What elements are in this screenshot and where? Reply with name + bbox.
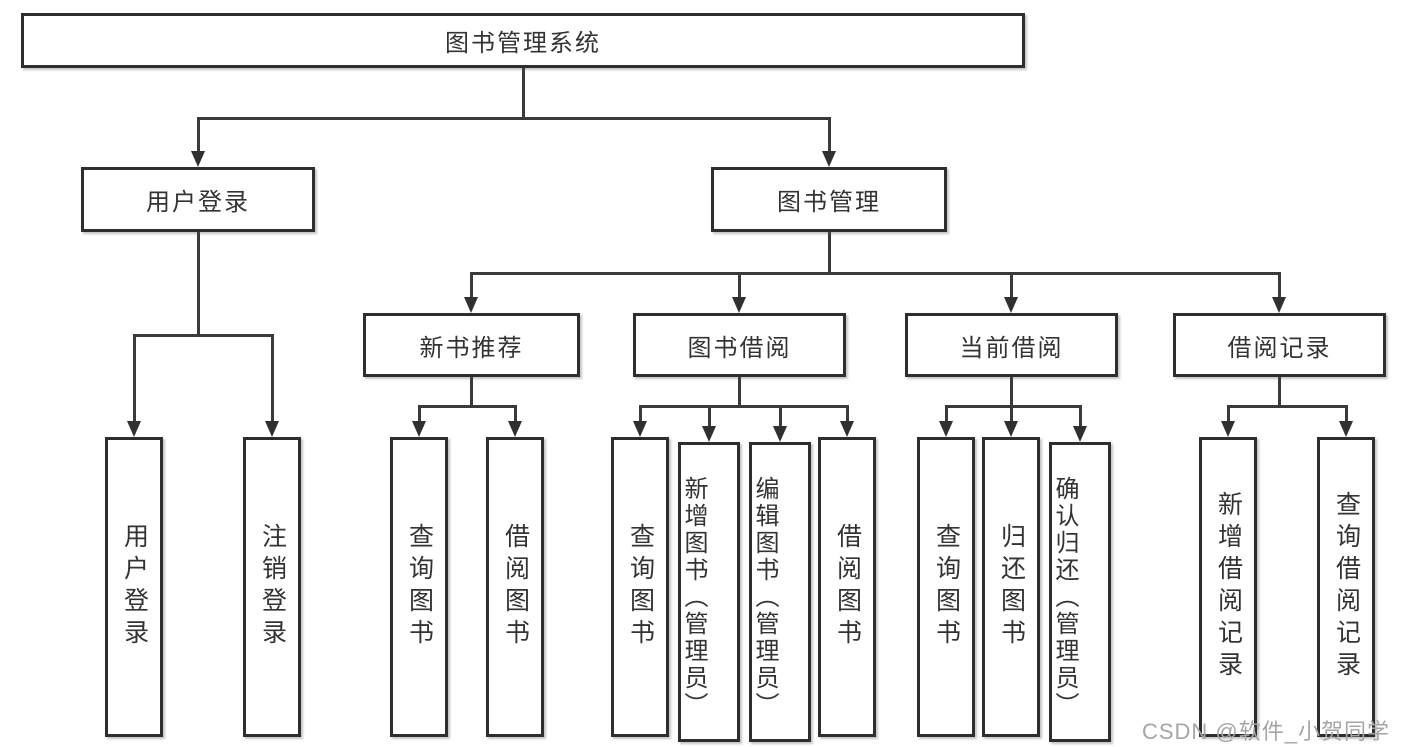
connector: [1010, 377, 1013, 407]
leaf-add-book-admin: 新增图书（管理员）: [678, 442, 740, 742]
node-user-login: 用户登录: [81, 167, 315, 232]
arrow-down: [191, 151, 205, 167]
connector: [198, 117, 830, 120]
node-root: 图书管理系统: [21, 13, 1025, 68]
connector: [1227, 405, 1230, 423]
leaf-borrow-book-borrow-label: 借阅图书: [833, 523, 862, 651]
connector: [828, 232, 831, 273]
leaf-add-borrow-record: 新增借阅记录: [1199, 437, 1257, 737]
arrow-down: [1272, 297, 1286, 313]
arrow-down: [127, 421, 141, 437]
leaf-return-book-label: 归还图书: [997, 523, 1026, 651]
leaf-query-borrow-record-label: 查询借阅记录: [1332, 491, 1361, 683]
leaf-return-book: 归还图书: [982, 437, 1040, 737]
arrow-down: [265, 421, 279, 437]
arrow-down: [939, 421, 953, 437]
leaf-borrow-book-recommend-label: 借阅图书: [501, 523, 530, 651]
leaf-query-book-recommend: 查询图书: [390, 437, 448, 737]
node-book-management-label: 图书管理: [777, 189, 881, 216]
connector: [470, 272, 473, 299]
connector: [1010, 405, 1013, 423]
leaf-query-book-recommend-label: 查询图书: [405, 523, 434, 651]
connector: [846, 405, 849, 423]
arrow-down: [1073, 426, 1087, 442]
csdn-watermark: CSDN @软件_小贺同学: [1141, 719, 1390, 744]
connector: [514, 405, 517, 423]
arrow-down: [412, 421, 426, 437]
arrow-down: [1339, 421, 1353, 437]
connector: [1345, 405, 1348, 423]
leaf-query-book-current-label: 查询图书: [932, 523, 961, 651]
connector: [470, 377, 473, 407]
leaf-confirm-return-admin: 确认归还（管理员）: [1049, 442, 1111, 742]
connector: [522, 68, 525, 118]
connector: [418, 405, 516, 408]
leaf-user-login-label: 用户登录: [120, 523, 149, 651]
node-book-management: 图书管理: [711, 167, 947, 232]
connector: [470, 272, 1280, 275]
connector: [639, 405, 642, 423]
node-new-book-recommend: 新书推荐: [363, 313, 580, 377]
connector: [197, 232, 200, 335]
leaf-query-borrow-record: 查询借阅记录: [1317, 437, 1375, 737]
connector: [639, 405, 847, 408]
leaf-confirm-return-admin-label: 确认归还（管理员）: [1051, 475, 1078, 719]
connector: [945, 405, 1081, 408]
leaf-logout-login-label: 注销登录: [258, 523, 287, 651]
arrow-down: [1221, 421, 1235, 437]
leaf-query-book-borrow: 查询图书: [611, 437, 669, 737]
leaf-query-book-current: 查询图书: [917, 437, 975, 737]
arrow-down: [773, 426, 787, 442]
node-current-borrow: 当前借阅: [905, 313, 1118, 377]
node-book-borrow: 图书借阅: [633, 313, 846, 377]
leaf-user-login: 用户登录: [105, 437, 163, 737]
connector: [779, 405, 782, 428]
leaf-query-book-borrow-label: 查询图书: [626, 523, 655, 651]
node-user-login-label: 用户登录: [146, 189, 250, 216]
connector: [828, 117, 831, 153]
node-new-book-recommend-label: 新书推荐: [419, 334, 524, 362]
node-borrow-records: 借阅记录: [1173, 313, 1386, 377]
node-book-borrow-label: 图书借阅: [687, 334, 792, 362]
connector: [945, 405, 948, 423]
leaf-logout-login: 注销登录: [243, 437, 301, 737]
leaf-edit-book-admin-label: 编辑图书（管理员）: [751, 475, 778, 719]
arrow-down: [633, 421, 647, 437]
leaf-borrow-book-recommend: 借阅图书: [486, 437, 544, 737]
node-root-label: 图书管理系统: [445, 30, 601, 57]
arrow-down: [1004, 421, 1018, 437]
leaf-add-borrow-record-label: 新增借阅记录: [1214, 491, 1243, 683]
connector: [1278, 272, 1281, 299]
arrow-down: [732, 297, 746, 313]
connector: [133, 334, 136, 423]
node-borrow-records-label: 借阅记录: [1227, 334, 1332, 362]
leaf-borrow-book-borrow: 借阅图书: [818, 437, 876, 737]
connector: [197, 117, 200, 153]
connector: [1227, 405, 1347, 408]
arrow-down: [464, 297, 478, 313]
arrow-down: [840, 421, 854, 437]
leaf-edit-book-admin: 编辑图书（管理员）: [749, 442, 811, 742]
connector: [738, 377, 741, 407]
connector: [1010, 272, 1013, 299]
connector: [418, 405, 421, 423]
arrow-down: [822, 151, 836, 167]
leaf-add-book-admin-label: 新增图书（管理员）: [680, 475, 707, 719]
connector: [738, 272, 741, 299]
connector: [708, 405, 711, 428]
arrow-down: [508, 421, 522, 437]
connector: [1079, 405, 1082, 428]
arrow-down: [1004, 297, 1018, 313]
connector: [1278, 377, 1281, 407]
node-current-borrow-label: 当前借阅: [959, 334, 1064, 362]
connector: [271, 334, 274, 423]
connector: [133, 334, 273, 337]
arrow-down: [702, 426, 716, 442]
